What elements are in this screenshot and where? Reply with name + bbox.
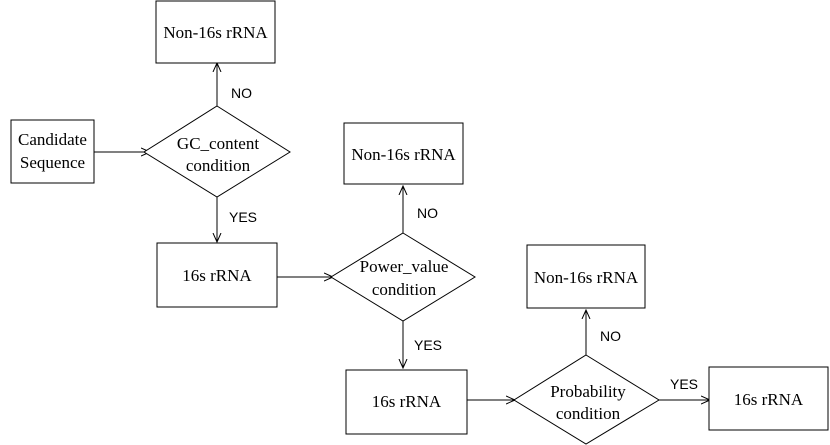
- node-non16s-top-label: Non-16s rRNA: [163, 23, 268, 42]
- label-gc-no: NO: [231, 85, 252, 101]
- node-gc-line-2: condition: [186, 156, 251, 175]
- label-gc-yes: YES: [229, 209, 257, 225]
- node-rrna-final-label: 16s rRNA: [734, 390, 804, 409]
- node-16s-rrna-final: 16s rRNA: [708, 366, 829, 431]
- node-power-value-condition: Power_value condition: [330, 232, 476, 322]
- node-probability-condition: Probability condition: [513, 354, 660, 445]
- label-prob-yes: YES: [670, 376, 698, 392]
- node-candidate-line-2: Sequence: [20, 153, 85, 172]
- node-non16s-top: Non-16s rRNA: [155, 0, 276, 64]
- node-16s-rrna-1: 16s rRNA: [156, 242, 278, 308]
- node-non16s-middle: Non-16s rRNA: [343, 122, 464, 185]
- node-prob-line-2: condition: [556, 404, 621, 423]
- node-gc-content-condition: GC_content condition: [143, 105, 291, 198]
- node-rrna1-label: 16s rRNA: [182, 266, 252, 285]
- label-power-no: NO: [417, 205, 438, 221]
- node-prob-line-1: Probability: [550, 382, 626, 401]
- node-power-line-2: condition: [372, 280, 437, 299]
- node-non16s-right: Non-16s rRNA: [526, 244, 646, 309]
- label-power-yes: YES: [414, 337, 442, 353]
- node-candidate-line-1: Candidate: [18, 130, 87, 149]
- node-16s-rrna-2: 16s rRNA: [345, 369, 468, 435]
- node-rrna2-label: 16s rRNA: [372, 392, 442, 411]
- node-non16s-mid-label: Non-16s rRNA: [351, 145, 456, 164]
- node-gc-line-1: GC_content: [177, 134, 259, 153]
- label-prob-no: NO: [600, 328, 621, 344]
- node-non16s-right-label: Non-16s rRNA: [534, 268, 639, 287]
- node-candidate-sequence: Candidate Sequence: [10, 119, 95, 184]
- node-power-line-1: Power_value: [360, 257, 449, 276]
